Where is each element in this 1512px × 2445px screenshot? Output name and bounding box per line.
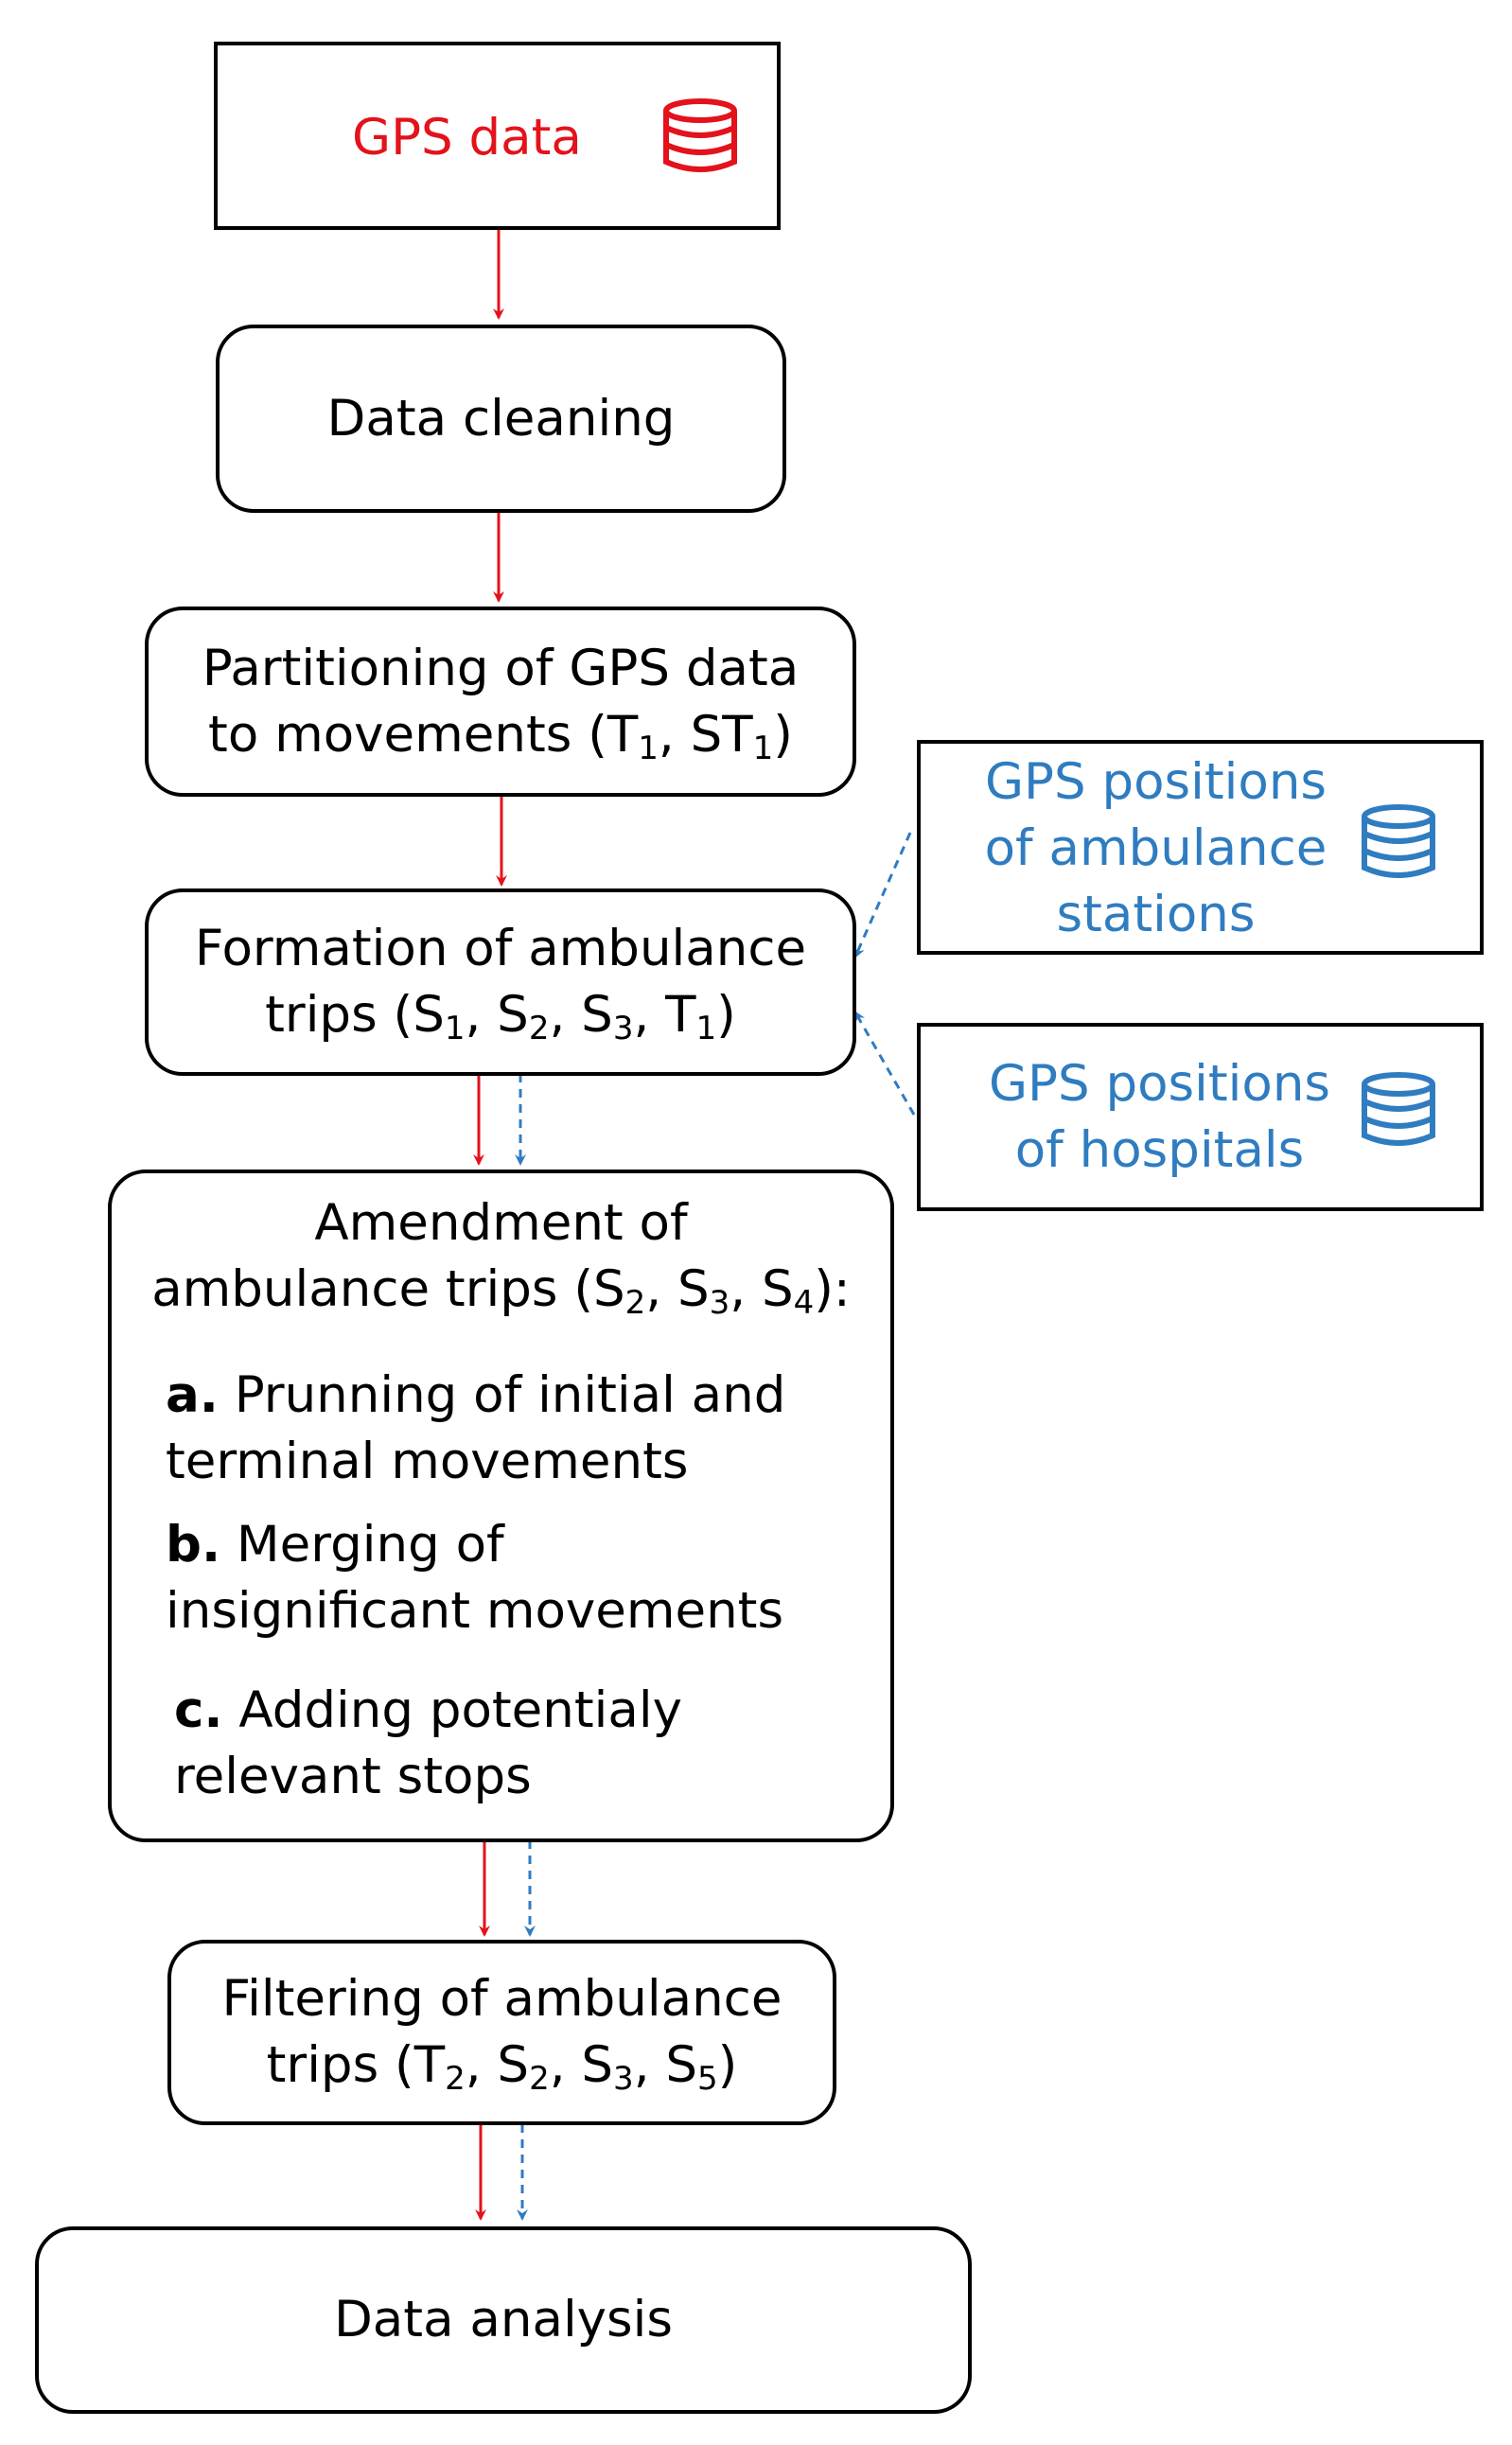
database-icon [663,98,737,172]
database-icon [1362,804,1435,878]
filtering-line2: trips (T2, S2, S3, S5) [266,2036,738,2098]
partitioning-line2: to movements (T1, ST1) [208,705,793,767]
hospitals-line1: GPS positions [988,1055,1331,1113]
data-cleaning-box: Data cleaning [216,325,786,513]
amendment-line1: Amendment of [314,1194,688,1252]
item-text: terminal movements [166,1433,689,1490]
item-marker: a. [166,1366,219,1424]
item-text: Merging of [220,1516,504,1574]
formation-line1: Formation of ambulance [194,920,807,977]
data-cleaning-label: Data cleaning [326,389,676,448]
filtering-line1: Filtering of ambulance [221,1970,782,2028]
database-icon [1362,1072,1435,1146]
amendment-item-a: a. Prunning of initial and terminal move… [166,1363,785,1495]
formation-box: Formation of ambulance trips (S1, S2, S3… [145,888,856,1076]
arrow-stations-to-formation [853,832,912,959]
hospitals-box: GPS positions of hospitals [917,1023,1484,1211]
amendment-line2: ambulance trips (S2, S3, S4): [151,1260,851,1322]
stations-line1: GPS positions [984,753,1327,811]
item-marker: c. [174,1681,223,1739]
gps-data-box: GPS data [214,42,781,230]
partitioning-line1: Partitioning of GPS data [202,639,800,697]
gps-data-label: GPS data [352,109,582,167]
item-text: insignificant movements [166,1582,784,1640]
amendment-item-c: c. Adding potentialy relevant stops [174,1678,682,1810]
hospitals-line2: of hospitals [1014,1121,1305,1179]
data-analysis-box: Data analysis [35,2226,972,2414]
filtering-box: Filtering of ambulance trips (T2, S2, S3… [167,1940,836,2125]
stations-box: GPS positions of ambulance stations [917,740,1484,955]
amendment-item-b: b. Merging of insignificant movements [166,1512,783,1645]
stations-line3: stations [1056,886,1256,943]
item-text: Adding potentialy [222,1681,682,1739]
partitioning-box: Partitioning of GPS data to movements (T… [145,607,856,797]
item-text: relevant stops [174,1748,532,1805]
formation-line2: trips (S1, S2, S3, T1) [265,986,736,1047]
stations-line2: of ambulance [984,819,1327,877]
arrow-hospitals-to-formation [853,1011,916,1116]
amendment-box: Amendment of ambulance trips (S2, S3, S4… [108,1170,894,1842]
item-text: Prunning of initial and [218,1366,786,1424]
item-marker: b. [166,1516,221,1574]
data-analysis-label: Data analysis [334,2291,673,2348]
